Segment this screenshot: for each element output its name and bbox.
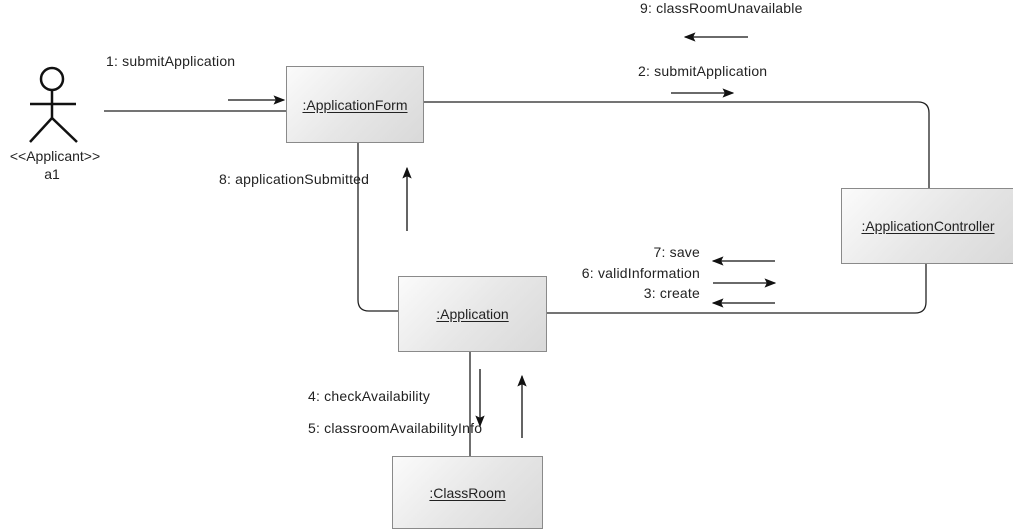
actor-icon <box>29 66 78 143</box>
message-label-5: 5: classroomAvailabilityInfo <box>308 420 483 436</box>
message-label-9: 9: classRoomUnavailable <box>640 0 803 16</box>
message-label-8: 8: applicationSubmitted <box>219 171 370 187</box>
message-label-3: 3: create <box>643 285 700 301</box>
object-classroom[interactable]: :ClassRoom <box>392 456 543 529</box>
actor-stereotype: <<Applicant>> <box>9 148 101 164</box>
object-application-form-label: :ApplicationForm <box>302 96 408 113</box>
object-application[interactable]: :Application <box>398 276 547 352</box>
link-form-application <box>357 142 399 312</box>
actor-name: a1 <box>44 166 60 182</box>
message-label-2: 2: submitApplication <box>638 63 768 79</box>
object-application-form[interactable]: :ApplicationForm <box>286 66 424 143</box>
message-label-6: 6: validInformation <box>581 265 700 281</box>
message-label-7: 7: save <box>653 244 700 260</box>
message-label-4: 4: checkAvailability <box>308 388 431 404</box>
object-classroom-label: :ClassRoom <box>429 484 506 501</box>
object-application-controller-label: :ApplicationController <box>861 218 995 234</box>
link-controller-application <box>547 263 927 314</box>
link-form-controller <box>423 101 930 188</box>
message-label-1: 1: submitApplication <box>106 53 236 69</box>
object-application-controller[interactable]: :ApplicationController <box>841 188 1013 264</box>
object-application-label: :Application <box>436 306 509 322</box>
